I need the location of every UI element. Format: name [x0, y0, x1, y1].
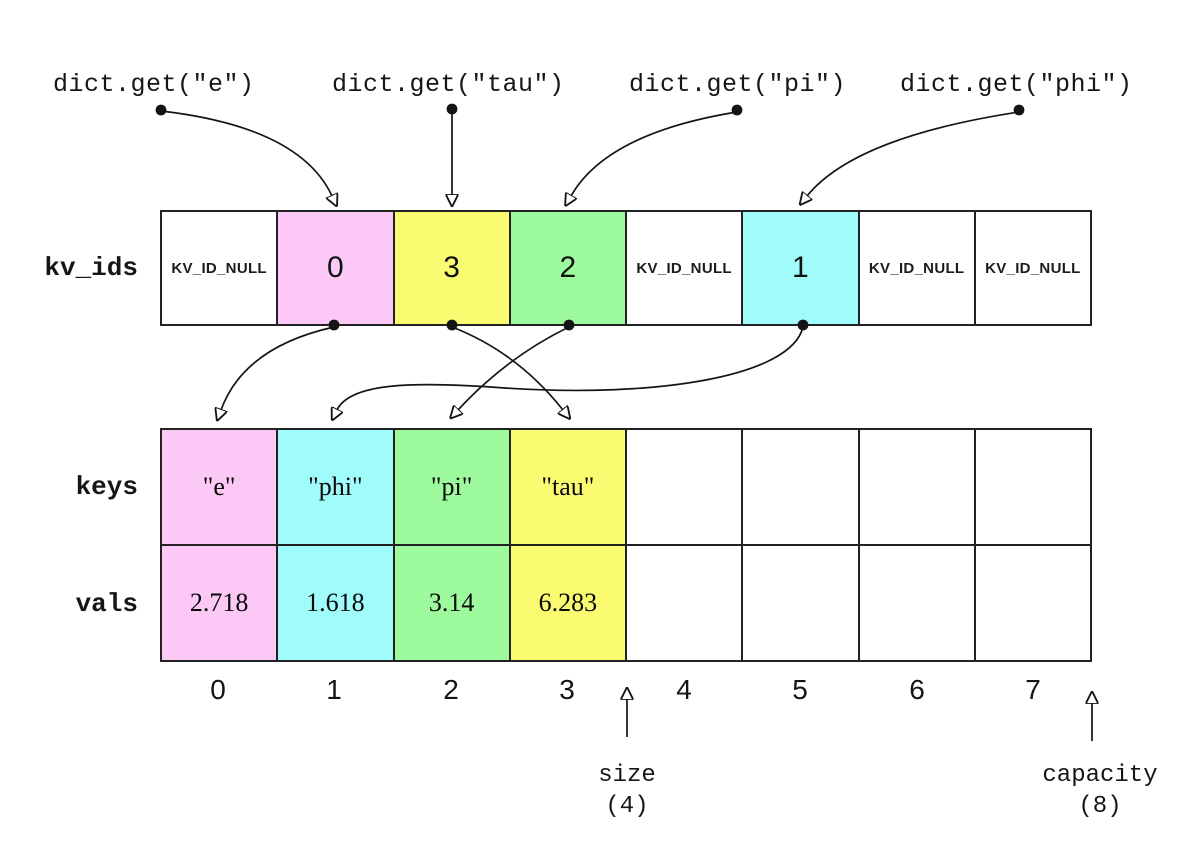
- size-label: size: [598, 762, 656, 789]
- vals-cell-0: 2.718: [162, 546, 277, 660]
- arrow-kvid-0-to-key-e: [221, 326, 335, 410]
- keys-cell-5: [741, 430, 858, 544]
- keys-array: "e" "phi" "pi" "tau": [162, 430, 1090, 544]
- query-label-get-tau: dict.get("tau"): [332, 70, 565, 99]
- kv-ids-row-label: kv_ids: [44, 253, 138, 283]
- index-label-1: 1: [326, 674, 342, 705]
- index-label-0: 0: [210, 674, 226, 705]
- vals-cell-1: 1.618: [276, 546, 393, 660]
- kv-ids-cell-6: KV_ID_NULL: [857, 212, 974, 324]
- kv-ids-cell-0: KV_ID_NULL: [162, 212, 277, 324]
- capacity-annotation: capacity (8): [990, 760, 1200, 822]
- arrow-get-pi-to-slot-3: [571, 111, 738, 196]
- query-label-get-phi: dict.get("phi"): [900, 70, 1133, 99]
- kv-ids-array: KV_ID_NULL 0 3 2 KV_ID_NULL 1 KV_ID_NULL…: [160, 210, 1092, 326]
- vals-cell-4: [625, 546, 742, 660]
- arrow-get-phi-to-slot-5: [807, 111, 1020, 196]
- vals-array: 2.718 1.618 3.14 6.283: [162, 544, 1090, 660]
- capacity-value: (8): [1078, 793, 1122, 820]
- vals-cell-2: 3.14: [392, 546, 509, 660]
- keys-cell-6: [857, 430, 974, 544]
- keys-cell-2: "pi": [392, 430, 509, 544]
- vals-row-label: vals: [75, 588, 138, 619]
- query-label-get-pi: dict.get("pi"): [629, 70, 847, 99]
- vals-cell-6: [857, 546, 974, 660]
- vals-cell-5: [741, 546, 858, 660]
- keys-cell-1: "phi": [276, 430, 393, 544]
- kv-ids-cell-1: 0: [276, 212, 393, 324]
- arrow-get-e-to-slot-1: [160, 110, 332, 196]
- vals-cell-3: 6.283: [508, 546, 625, 660]
- dot-get-pi: [731, 104, 743, 116]
- kv-ids-cell-2: 3: [392, 212, 509, 324]
- keys-row-label: keys: [75, 471, 138, 502]
- arrow-kvid-1-to-key-phi: [337, 326, 804, 410]
- keys-cell-3: "tau": [508, 430, 625, 544]
- keys-cell-7: [973, 430, 1090, 544]
- index-label-6: 6: [909, 674, 925, 705]
- dot-get-tau: [446, 103, 458, 115]
- dot-get-e: [155, 104, 167, 116]
- query-label-get-e: dict.get("e"): [53, 70, 255, 99]
- keys-cell-4: [625, 430, 742, 544]
- keys-cell-0: "e": [162, 430, 277, 544]
- arrow-kvid-2-to-key-pi: [458, 326, 570, 410]
- kv-ids-cell-7: KV_ID_NULL: [973, 212, 1090, 324]
- kv-ids-cell-5: 1: [741, 212, 858, 324]
- index-label-5: 5: [792, 674, 808, 705]
- arrow-kvid-3-to-key-tau: [451, 326, 563, 410]
- size-annotation: size (4): [517, 760, 737, 822]
- capacity-label: capacity: [1042, 762, 1158, 789]
- kv-ids-cell-3: 2: [508, 212, 625, 324]
- dot-get-phi: [1013, 104, 1025, 116]
- size-value: (4): [605, 793, 649, 820]
- keys-vals-table: "e" "phi" "pi" "tau" 2.718 1.618 3.14 6.…: [160, 428, 1092, 662]
- index-label-4: 4: [676, 674, 692, 705]
- vals-cell-7: [973, 546, 1090, 660]
- index-label-3: 3: [559, 674, 575, 705]
- index-label-7: 7: [1025, 674, 1041, 705]
- kv-ids-cell-4: KV_ID_NULL: [625, 212, 742, 324]
- index-label-2: 2: [443, 674, 459, 705]
